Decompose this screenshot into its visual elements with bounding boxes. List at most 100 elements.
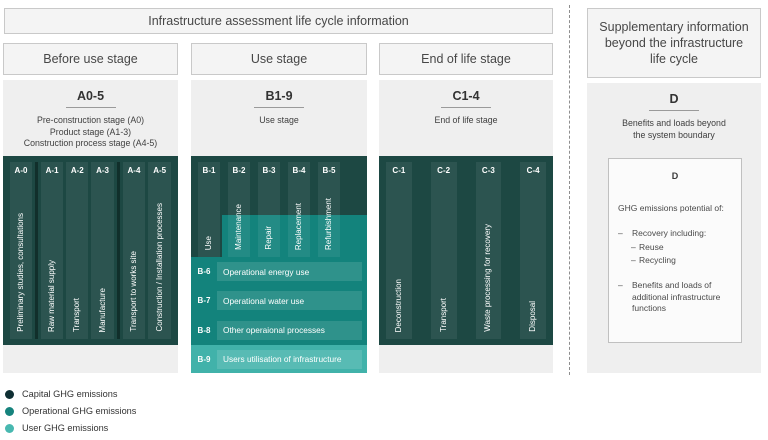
row-b9: B-9 Users utilisation of infrastructure	[191, 345, 367, 373]
strip-label: Preliminary studies, consultations	[16, 213, 25, 332]
strip-code: A-2	[70, 166, 84, 175]
strip-label: Transport to works site	[128, 251, 138, 332]
row-label: Other operaional processes	[217, 320, 362, 340]
legend-item-operational: Operational GHG emissions	[5, 405, 136, 417]
strip-code: B-1	[202, 166, 216, 175]
strip-code: C-1	[392, 166, 406, 175]
strip-label: Disposal	[528, 301, 538, 332]
heading-underline	[254, 107, 304, 108]
stage-strip-a2: A-2 Transport	[66, 162, 89, 339]
description-line: End of life stage	[434, 115, 498, 125]
bullet-text: Reuse	[639, 241, 664, 252]
stage-strip-b3: B-3 Repair	[258, 162, 280, 257]
row-label: Users utilisation of infrastructure	[217, 349, 362, 369]
bullet-dash: –	[631, 254, 636, 265]
description-line: the system boundary	[633, 129, 715, 140]
stage-box-end-of-life: End of life stage	[379, 43, 553, 75]
row-code: B-8	[197, 325, 211, 335]
strip-label: Maintenance	[234, 204, 243, 250]
description-line: Product stage (A1-3)	[49, 126, 132, 137]
strip-code: A-4	[127, 166, 141, 175]
strip-label: Manufacture	[97, 287, 107, 332]
bullet-dash: –	[631, 241, 636, 252]
bullet-dash: –	[618, 228, 623, 239]
bullet-text: Benefits and loads of additional infrast…	[632, 280, 721, 314]
panel-supplementary: D Benefits and loads beyond the system b…	[587, 83, 761, 373]
bullet-benefits: – Benefits and loads of additional infra…	[618, 280, 733, 314]
main-header: Infrastructure assessment life cycle inf…	[4, 8, 553, 34]
detail-box-code: D	[671, 171, 679, 181]
strip-label: Use	[204, 235, 213, 250]
panel-description: End of life stage	[379, 115, 553, 127]
code-heading-d: D	[669, 92, 679, 106]
panel-description: Pre-construction stage (A0) Product stag…	[3, 115, 178, 150]
bullet-dash: –	[618, 280, 623, 291]
bullet-reuse: – Reuse	[631, 242, 733, 253]
strip-label: Waste processing for recovery	[483, 224, 493, 332]
heading-underline	[65, 107, 116, 108]
use-stage-block: B-1 Use B-2 Maintenance B-3 Repair B-4 R…	[191, 156, 367, 257]
detail-box-intro: GHG emissions potential of:	[618, 203, 724, 213]
stage-box-use: Use stage	[191, 43, 367, 75]
strip-code: C-2	[437, 166, 451, 175]
panel-description: Use stage	[191, 115, 367, 127]
strip-code: A-1	[45, 166, 59, 175]
description-line: Pre-construction stage (A0)	[36, 115, 145, 125]
legend: Capital GHG emissions Operational GHG em…	[5, 388, 136, 439]
stage-strip-c2: C-2 Transport	[430, 162, 457, 339]
code-heading-c: C1-4	[452, 89, 480, 103]
heading-underline	[649, 110, 699, 111]
strip-code: A-3	[96, 166, 109, 175]
stage-box-label: End of life stage	[421, 51, 511, 66]
strip-code: C-4	[526, 166, 540, 175]
bullet-recycling: – Recycling	[631, 255, 733, 266]
panel-description: Benefits and loads beyond the system bou…	[587, 118, 761, 141]
capital-block-a: A-0 Preliminary studies, consultations A…	[3, 156, 178, 345]
strip-label: Raw material supply	[47, 259, 57, 332]
stage-strip-b5: B-5 Refurbishment	[318, 162, 340, 257]
row-b7: B-7 Operational water use	[191, 286, 367, 315]
panel-end-of-life: C1-4 End of life stage C-1 Deconstructio…	[379, 80, 553, 373]
panel-before-use: A0-5 Pre-construction stage (A0) Product…	[3, 80, 178, 373]
strip-code: A-5	[153, 166, 167, 175]
bullet-recovery: – Recovery including:	[618, 228, 733, 239]
row-b6: B-6 Operational energy use	[191, 257, 367, 286]
supplementary-detail-box: D GHG emissions potential of: – Recovery…	[608, 158, 742, 343]
operational-overlay	[222, 215, 367, 257]
legend-label: Operational GHG emissions	[22, 406, 137, 416]
strip-code: B-3	[262, 166, 276, 175]
strip-label: Construction / Installation processes	[154, 203, 164, 332]
stage-strip-c4: C-4 Disposal	[520, 162, 546, 339]
legend-label: User GHG emissions	[22, 423, 109, 433]
stage-box-before-use: Before use stage	[3, 43, 178, 75]
legend-item-user: User GHG emissions	[5, 422, 136, 434]
group-separator	[116, 162, 120, 339]
stage-box-supplementary: Supplementary information beyond the inf…	[587, 8, 761, 78]
bullet-text: Recycling	[639, 254, 676, 265]
divider-dashed-line	[569, 5, 570, 375]
strip-code: B-5	[322, 166, 336, 175]
row-code: B-6	[197, 267, 211, 276]
stage-strip-c3: C-3 Waste processing for recovery	[475, 162, 502, 339]
stage-box-label: Before use stage	[43, 51, 138, 66]
group-a0: A-0 Preliminary studies, consultations	[10, 162, 32, 339]
strip-label: Deconstruction	[393, 278, 403, 332]
stage-strip-a0: A-0 Preliminary studies, consultations	[10, 162, 32, 339]
strip-code: B-2	[232, 166, 246, 175]
stage-box-label: Use stage	[250, 51, 308, 66]
group-separator	[35, 162, 38, 339]
description-line: Benefits and loads beyond	[622, 118, 726, 128]
code-heading-b: B1-9	[265, 89, 293, 103]
stage-strip-b2: B-2 Maintenance	[228, 162, 250, 257]
group-a4-a5: A-4 Transport to works site A-5 Construc…	[122, 162, 171, 339]
strip-code: B-4	[292, 166, 306, 175]
strip-label: Replacement	[294, 202, 303, 250]
code-heading-a: A0-5	[76, 89, 105, 103]
strip-label: Transport	[72, 298, 82, 332]
stage-strip-a3: A-3 Manufacture	[91, 162, 114, 339]
stage-strip-b4: B-4 Replacement	[288, 162, 310, 257]
strip-label: Refurbishment	[324, 197, 333, 250]
strip-label: Transport	[438, 298, 448, 332]
row-label: Operational energy use	[217, 262, 362, 281]
